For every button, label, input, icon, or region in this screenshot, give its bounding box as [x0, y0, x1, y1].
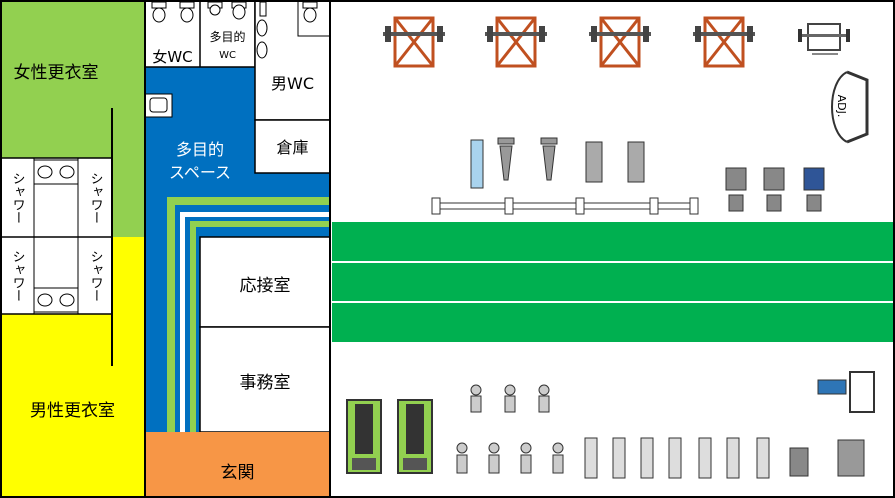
power-rack-icon	[485, 16, 547, 68]
cable-machine-icon	[470, 139, 484, 189]
multipurpose-space-sublabel: スペース	[168, 163, 232, 182]
leg-press-icon	[817, 371, 875, 413]
barbell-stand-icon	[798, 23, 850, 55]
entrance	[145, 432, 330, 498]
women-wc-label: 女WC	[152, 47, 193, 66]
power-rack-icon	[589, 16, 651, 68]
shower-label: シャワー	[9, 172, 25, 224]
power-rack-icon	[693, 16, 755, 68]
multi-wc-label: 多目的	[209, 29, 246, 44]
office-label: 事務室	[239, 372, 291, 393]
men-wc-label: 男WC	[271, 74, 314, 93]
women-locker-label: 女性更衣室	[13, 62, 99, 83]
power-rack-icon	[383, 16, 445, 68]
adjustable-bench-icon	[831, 70, 869, 144]
cardio-machine-icon	[584, 437, 865, 479]
toilet-icon	[151, 1, 318, 59]
storage-label: 倉庫	[276, 138, 309, 157]
shower-label: シャワー	[87, 250, 103, 302]
bench-label: ADJ.	[835, 94, 849, 118]
turf-track	[332, 222, 893, 342]
cable-machine-icon	[497, 137, 645, 183]
multipurpose-space-label: 多目的	[175, 140, 224, 159]
exercise-bike-icon	[456, 384, 564, 474]
entrance-label: 玄関	[220, 462, 255, 483]
shower-label: シャワー	[9, 250, 25, 302]
treadmill-icon	[346, 399, 433, 474]
reception-room-label: 応接室	[239, 275, 291, 296]
multi-wc-sublabel: WC	[219, 49, 236, 61]
shower-label: シャワー	[87, 172, 103, 224]
weight-machine-icon	[725, 167, 825, 212]
men-locker-label: 男性更衣室	[30, 400, 115, 421]
rail-icon	[431, 197, 699, 215]
